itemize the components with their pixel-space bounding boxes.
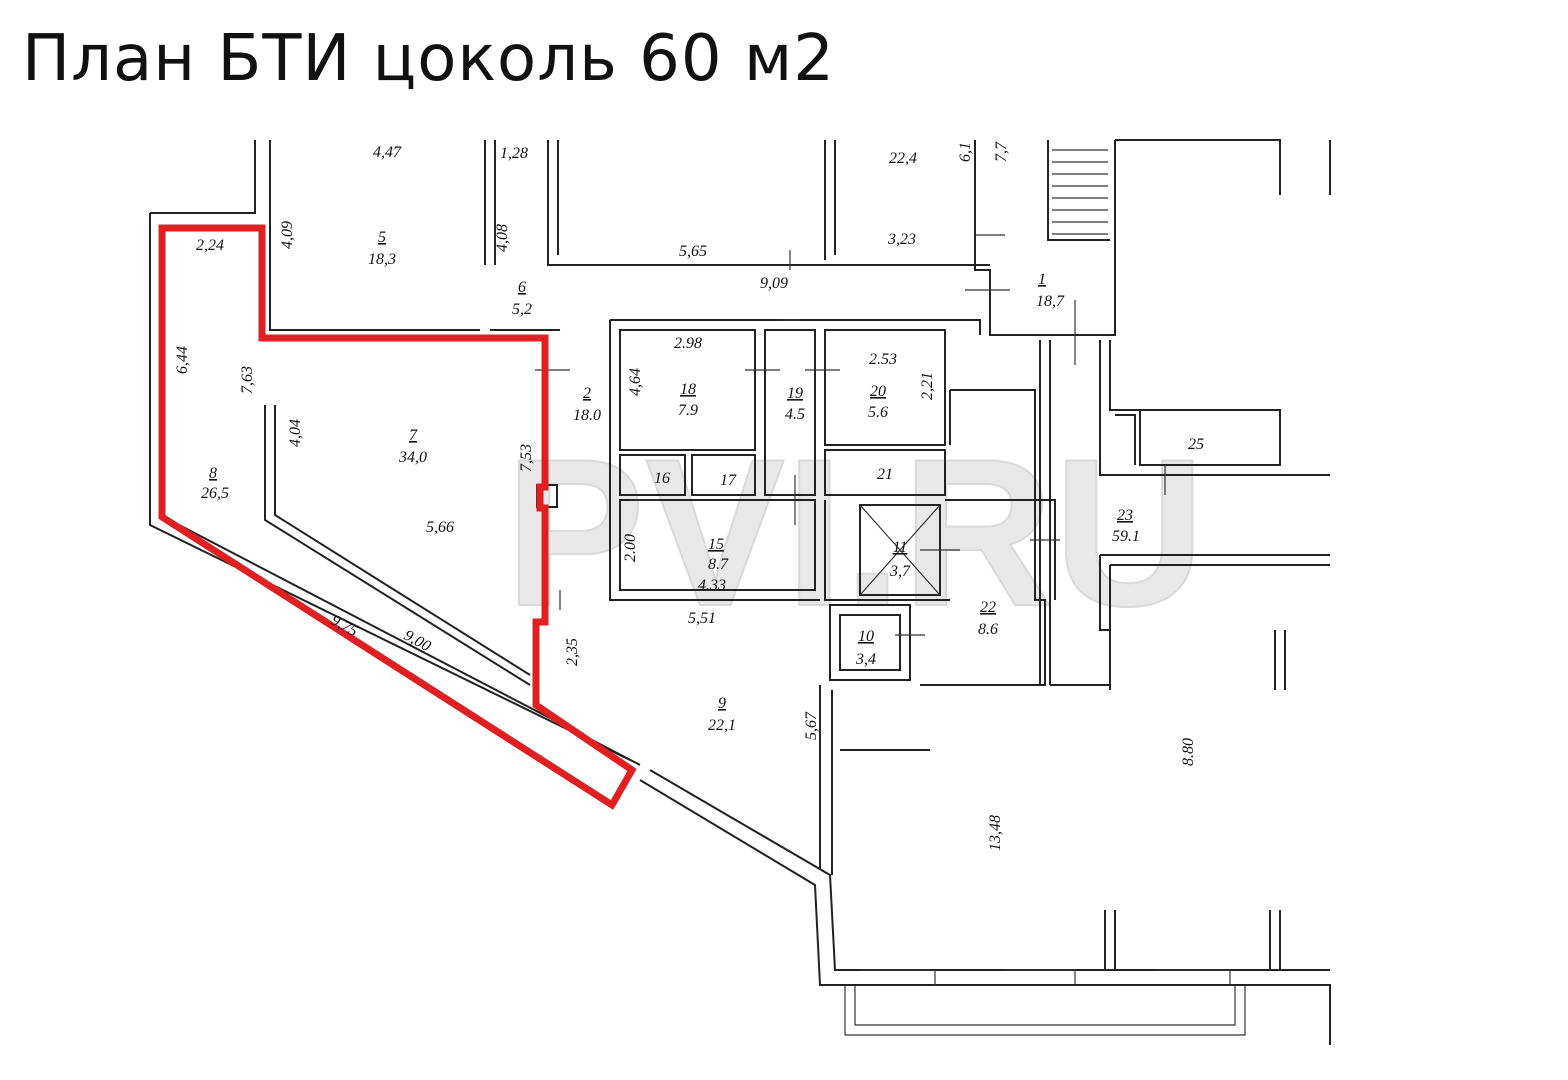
room-number: 16 xyxy=(654,470,670,487)
dimension-label: 5,65 xyxy=(679,243,707,260)
dimension-label: 4.33 xyxy=(698,577,726,594)
dimension-label: 5,67 xyxy=(803,711,820,740)
dimension-label: 2,24 xyxy=(196,237,224,254)
room-number: 10 xyxy=(858,628,874,645)
dimension-label: 13,48 xyxy=(987,815,1004,851)
room-number: 18 xyxy=(680,381,696,398)
room-area: 22,1 xyxy=(708,717,736,734)
room-area: 8.7 xyxy=(708,556,729,573)
room-number: 9 xyxy=(718,695,726,712)
room-number: 2 xyxy=(583,385,591,402)
room-area: 5,2 xyxy=(512,301,532,318)
dimension-label: 5,51 xyxy=(688,610,716,627)
room-area: 3,4 xyxy=(855,651,876,668)
room-number: 11 xyxy=(893,539,908,556)
dimension-label: 4,64 xyxy=(627,368,644,396)
room-number: 22 xyxy=(980,599,996,616)
page-title: План БТИ цоколь 60 м2 xyxy=(22,22,835,96)
dimension-label: 9,09 xyxy=(760,275,788,292)
dimension-label: 4,04 xyxy=(287,419,304,447)
dimension-label: 4,09 xyxy=(279,221,296,249)
room-area: 59.1 xyxy=(1112,528,1140,545)
room-number: 7 xyxy=(409,427,418,444)
room-number: 21 xyxy=(877,466,893,483)
room-number: 6 xyxy=(518,279,526,296)
room-number: 23 xyxy=(1117,507,1133,524)
dimension-label: 1,28 xyxy=(500,145,528,162)
dimension-label: 2,21 xyxy=(919,372,936,400)
dimension-label: 6,44 xyxy=(174,346,191,374)
plan-walls xyxy=(149,139,1331,1045)
room-area: 8.6 xyxy=(978,621,998,638)
room-labels: 1 18,7 2 18.0 5 18,3 6 5,2 7 34,0 8 26,5… xyxy=(201,150,1204,734)
room-number: 19 xyxy=(787,385,803,402)
dimension-label: 7,63 xyxy=(239,366,256,394)
dimension-label: 5,66 xyxy=(426,519,454,536)
room-number: 1 xyxy=(1038,271,1046,288)
room-number: 5 xyxy=(378,229,386,246)
dimension-label: 7,53 xyxy=(518,444,535,472)
room-number: 15 xyxy=(708,536,724,553)
room-number: 25 xyxy=(1188,436,1204,453)
dimension-label: 2.53 xyxy=(869,351,897,368)
room-area: 18,7 xyxy=(1036,293,1065,310)
highlighted-unit-outline xyxy=(158,224,637,810)
dimension-label: 2.98 xyxy=(674,335,702,352)
dimension-label: 6,1 xyxy=(957,142,974,162)
room-area: 26,5 xyxy=(201,485,229,502)
dimension-label: 2.00 xyxy=(622,534,639,562)
room-area: 3,7 xyxy=(889,563,911,580)
room-number: 8 xyxy=(209,465,217,482)
dimension-label: 3,23 xyxy=(887,231,916,248)
dimension-label: 8.80 xyxy=(1180,738,1197,766)
dimension-label: 4,47 xyxy=(373,144,402,161)
room-area: 5.6 xyxy=(868,404,888,421)
dimension-label: 4,08 xyxy=(494,224,511,252)
room-area: 22,4 xyxy=(889,150,917,167)
dimension-label: 2,35 xyxy=(564,638,581,666)
room-area: 18.0 xyxy=(573,407,601,424)
room-area: 7.9 xyxy=(678,402,698,419)
dimension-labels: 4,47 1,28 4,09 4,08 2,24 5,65 3,23 9,09 … xyxy=(174,141,1197,851)
room-area: 18,3 xyxy=(368,251,396,268)
dimension-label: 7,7 xyxy=(993,141,1010,162)
room-number: 20 xyxy=(870,383,886,400)
room-number: 17 xyxy=(720,472,737,489)
room-area: 4.5 xyxy=(785,406,805,423)
room-area: 34,0 xyxy=(398,449,427,466)
